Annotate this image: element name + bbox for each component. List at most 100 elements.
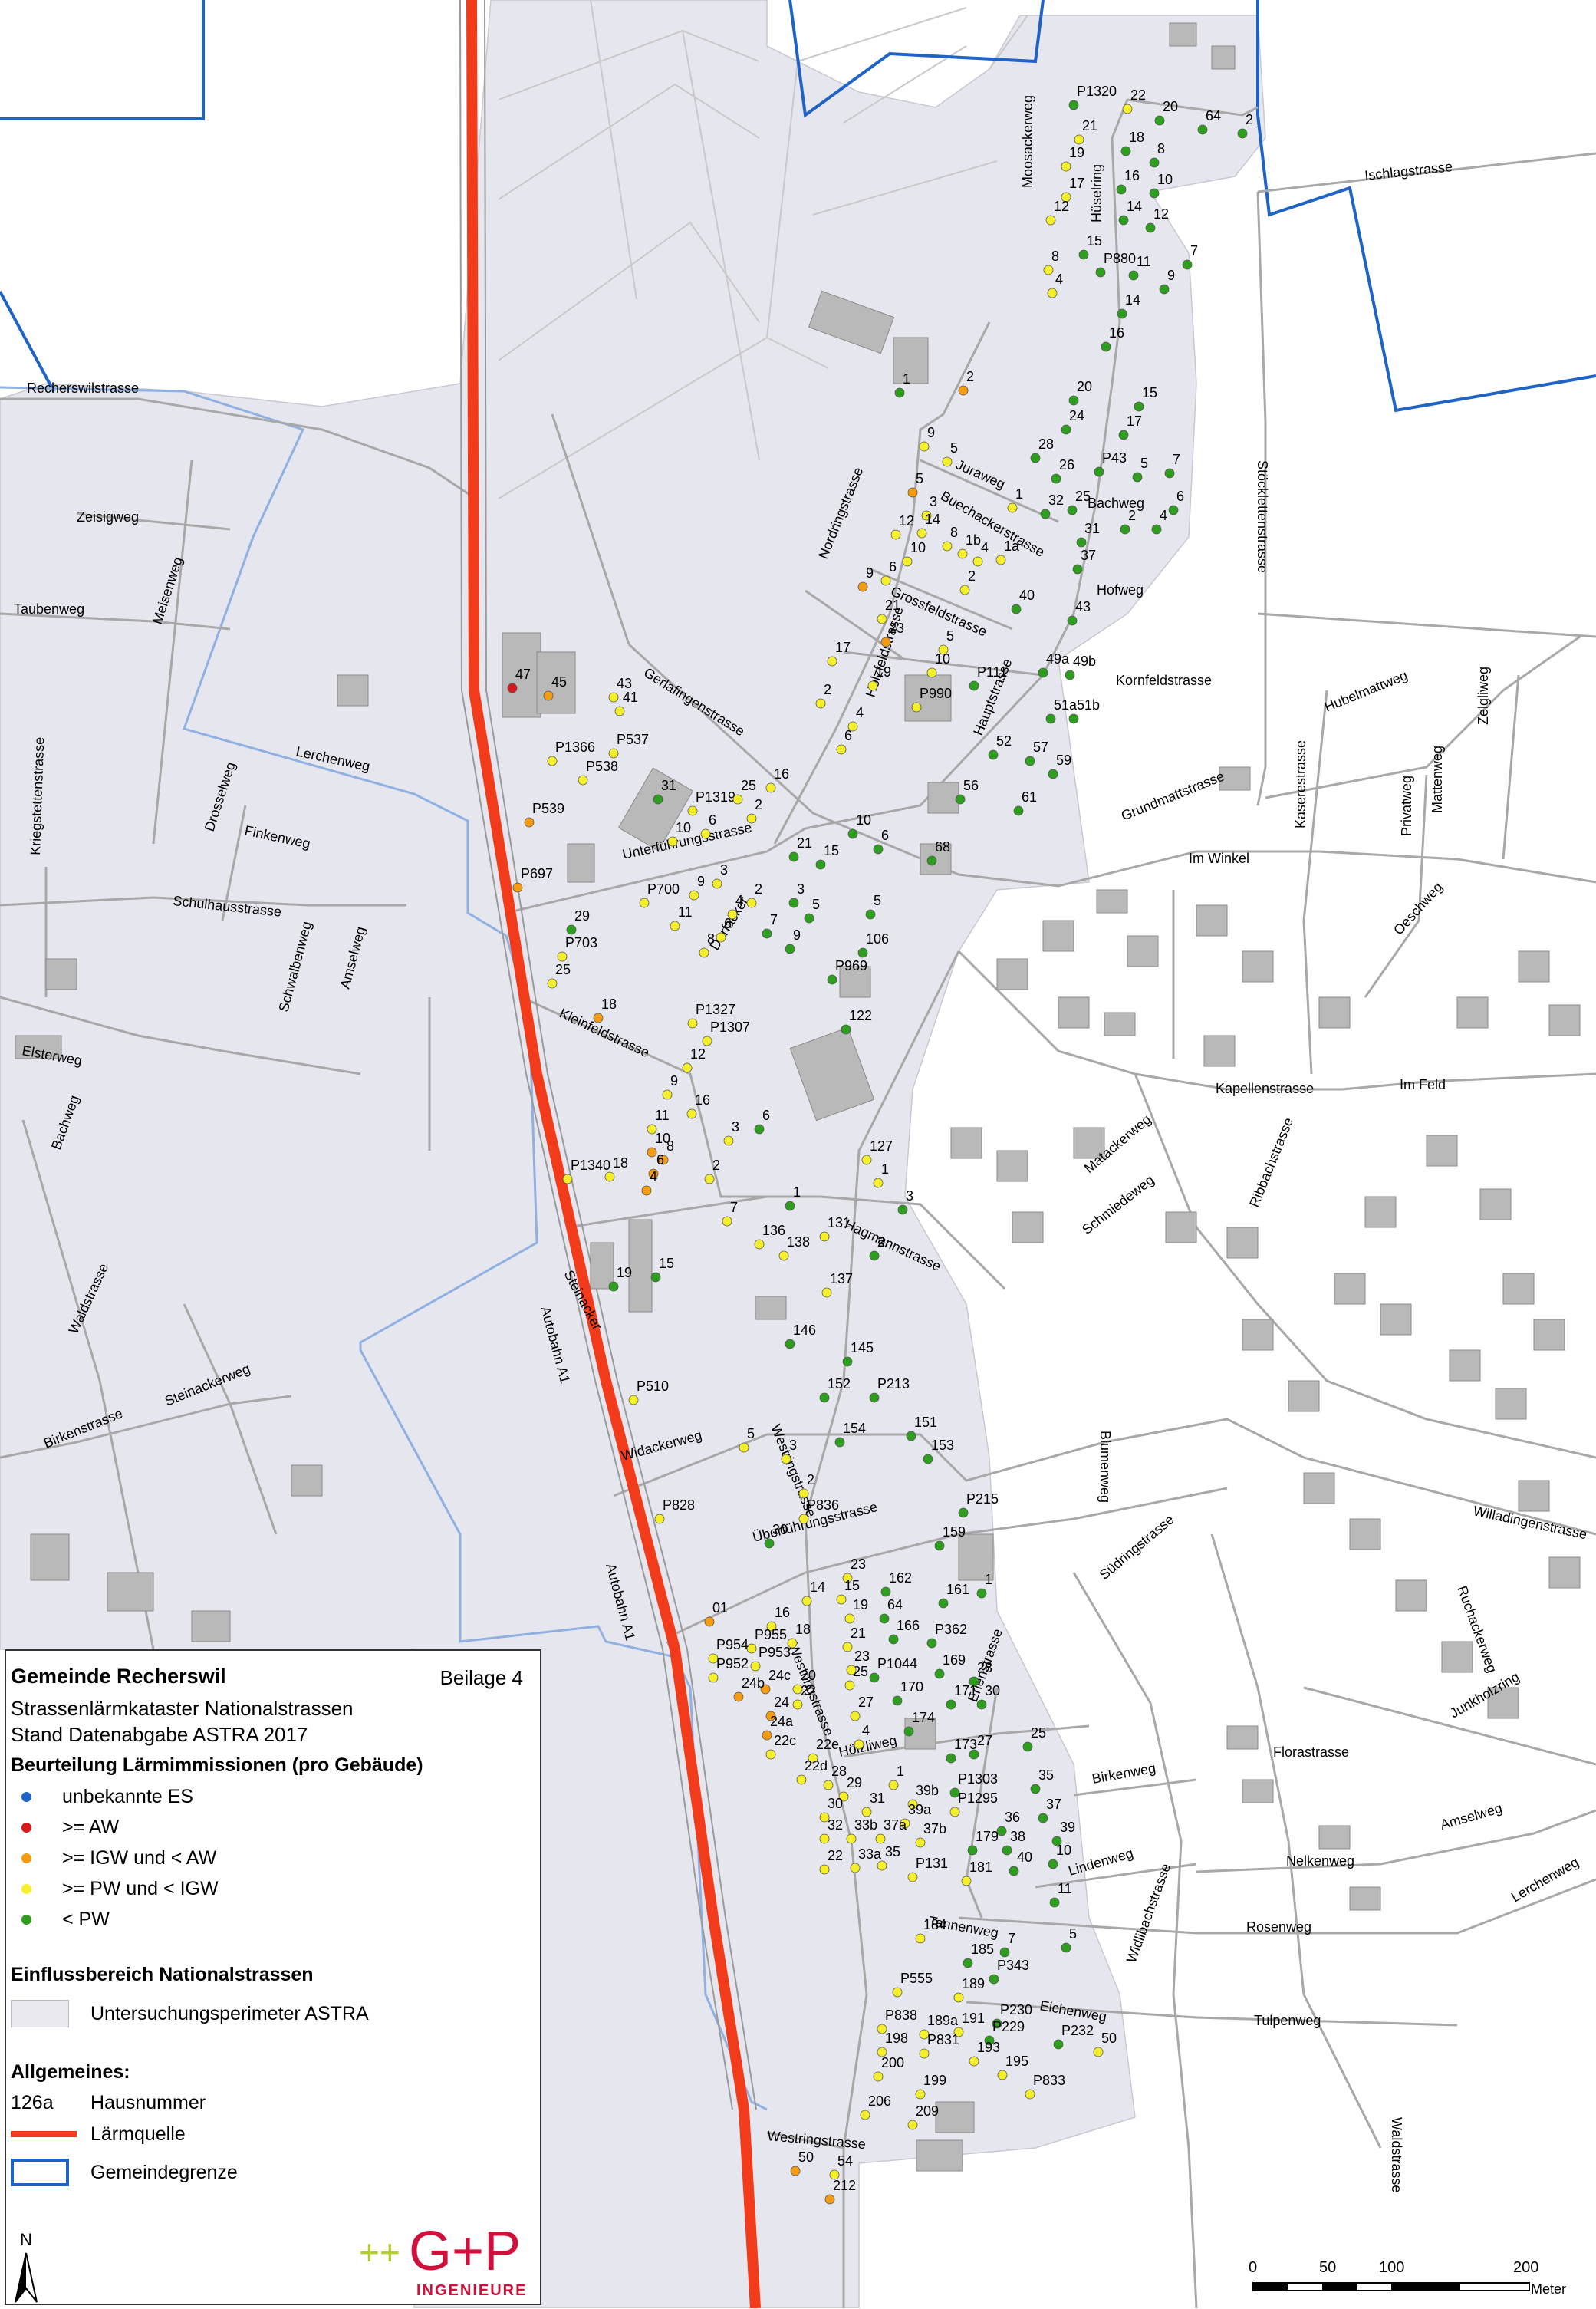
building-dot: [648, 1168, 659, 1179]
house-number-label: 14: [810, 1579, 825, 1595]
building-dot: [953, 2027, 964, 2037]
house-number-label: 6: [709, 812, 716, 828]
scale-tick-200: 200: [1513, 2259, 1538, 2276]
building-dot: [1151, 524, 1162, 535]
street-label: Privatweg: [1399, 776, 1414, 836]
house-number-label: 3: [797, 881, 805, 897]
building-dot: [1030, 1784, 1041, 1794]
building-dot: [869, 1672, 880, 1683]
house-number-label: 30: [985, 1683, 1000, 1698]
house-number-label: 2: [966, 369, 974, 384]
motorway-a1: [459, 0, 761, 2308]
building-dot: [821, 1287, 832, 1298]
house-number-label: 6: [889, 559, 897, 575]
building-dot: [969, 1676, 979, 1687]
building-dot: [547, 756, 558, 766]
house-number-label: 43: [1075, 599, 1091, 614]
building-dot: [765, 1711, 776, 1721]
legend-subtitle-2: Stand Datenabgabe ASTRA 2017: [11, 1723, 308, 1746]
house-number-label: 24: [774, 1695, 789, 1710]
house-number-label: 12: [899, 513, 914, 529]
house-number-label: 136: [762, 1223, 785, 1238]
building-dot: [1038, 1813, 1048, 1823]
street-label: Florastrasse: [1273, 1744, 1349, 1760]
house-number-label: P700: [647, 881, 680, 897]
building-dot: [785, 944, 795, 954]
building-dot: [915, 2089, 926, 2100]
building-dot: [788, 898, 799, 908]
house-number-label: 25: [1075, 489, 1091, 504]
house-number-label: 199: [923, 2073, 946, 2088]
building-dot: [819, 1864, 830, 1875]
building-dot: [1025, 756, 1035, 766]
building-dot: [958, 385, 969, 396]
house-number-label: 206: [868, 2093, 891, 2109]
legend-dot-red-icon: [21, 1822, 31, 1833]
building-dot: [844, 1680, 855, 1691]
building-dot: [829, 2169, 840, 2180]
building-dot: [953, 1992, 964, 2003]
building-dot: [902, 556, 913, 567]
house-number-label: 159: [943, 1524, 966, 1540]
house-number-label: 154: [843, 1421, 866, 1436]
house-number-label: 1: [985, 1572, 992, 1587]
building-dot: [999, 1947, 1010, 1958]
legend-dot-green-icon: [21, 1914, 31, 1925]
house-number-label: 200: [881, 2055, 904, 2070]
house-number-label: 145: [851, 1340, 874, 1355]
house-number-label: 10: [1056, 1843, 1071, 1858]
building-dot: [961, 1876, 972, 1886]
legend-item-noise-source: Lärmquelle: [11, 2120, 186, 2148]
house-number-label: 9: [697, 874, 705, 889]
house-number-label: 9: [670, 1073, 678, 1089]
building-dot: [650, 1272, 661, 1283]
house-number-label: P215: [966, 1491, 999, 1507]
house-number-label: 29: [847, 1775, 862, 1790]
street-label: Rosenweg: [1246, 1919, 1311, 1935]
building-dot: [781, 1454, 791, 1464]
house-number-label: 19: [617, 1265, 632, 1280]
building-dot: [1002, 1845, 1012, 1856]
building-dot: [972, 556, 983, 567]
building-dot: [988, 749, 999, 760]
house-number-label: P1327: [696, 1002, 735, 1017]
building-dot: [976, 1588, 987, 1599]
house-number-label: 4: [650, 1169, 657, 1184]
house-number-label: 138: [787, 1234, 810, 1250]
house-number-label: 15: [844, 1578, 860, 1593]
house-number-label: 171: [954, 1683, 977, 1698]
building-dot: [819, 1392, 830, 1403]
house-number-label: 18: [613, 1155, 628, 1171]
house-number-label: 38: [1010, 1829, 1025, 1844]
house-number-label: 191: [962, 2011, 985, 2026]
building-dot: [662, 1089, 673, 1100]
scale-tick-50: 50: [1319, 2259, 1336, 2276]
building-dot: [754, 1124, 765, 1135]
building-dot: [841, 1024, 851, 1035]
building-dot: [1038, 667, 1048, 678]
building-dot: [992, 2018, 1002, 2029]
building-dot: [704, 1174, 715, 1184]
building-dot: [1068, 713, 1079, 724]
building-dot: [967, 1845, 978, 1856]
building-dot: [1048, 769, 1058, 779]
house-number-label: 3: [789, 1438, 797, 1453]
building-dot: [996, 1826, 1007, 1836]
building-dot: [1053, 2039, 1064, 2050]
house-number-label: P1319: [696, 789, 735, 805]
house-number-label: 21: [797, 835, 812, 851]
building-dot: [628, 1395, 639, 1405]
house-number-label: 7: [1008, 1931, 1015, 1946]
building-dot: [1074, 134, 1084, 145]
street-label: Kornfeldstrasse: [1116, 673, 1212, 688]
house-number-label: 8: [666, 1138, 674, 1154]
house-number-label: 146: [793, 1322, 816, 1338]
building-dot: [798, 1514, 809, 1524]
house-number-label: 64: [1206, 108, 1221, 124]
legend-dot-orange-icon: [21, 1853, 31, 1863]
building-dot: [723, 1135, 734, 1146]
building-dot: [641, 1185, 652, 1196]
building-dot: [712, 878, 722, 889]
house-number-label: 11: [1058, 1881, 1072, 1896]
house-number-label: 22d: [805, 1758, 828, 1774]
